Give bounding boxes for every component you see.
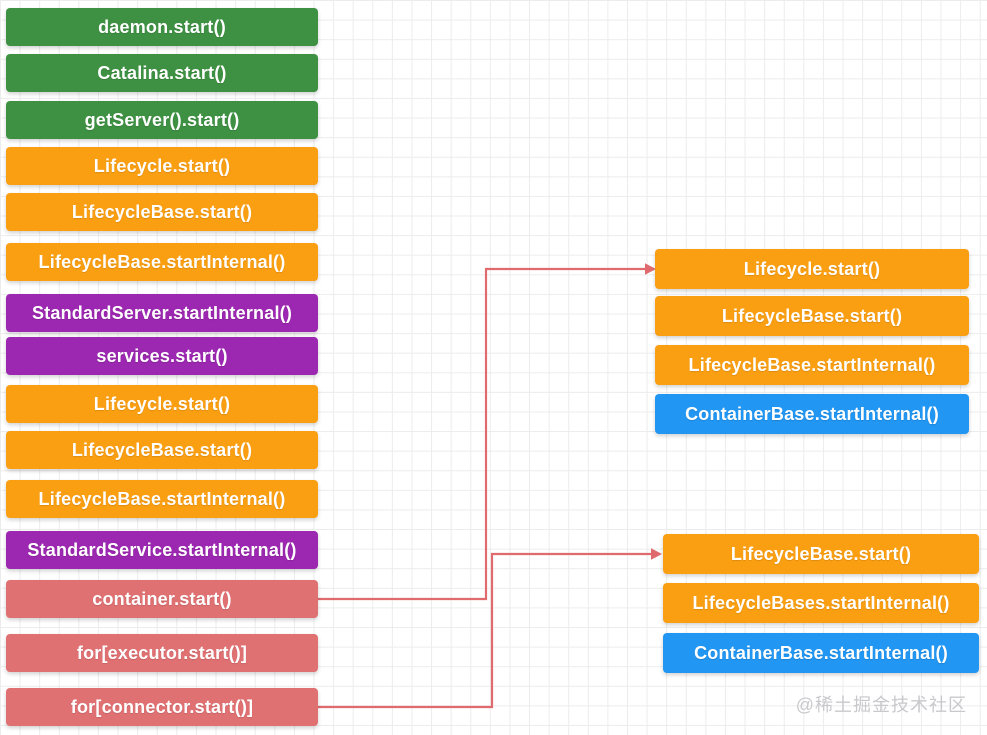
flow-step: Lifecycle.start() xyxy=(655,249,969,289)
flow-step: StandardServer.startInternal() xyxy=(6,294,318,332)
flow-step: for[connector.start()] xyxy=(6,688,318,726)
flow-step: LifecycleBases.startInternal() xyxy=(663,583,979,623)
flow-step: Lifecycle.start() xyxy=(6,385,318,423)
connector-line xyxy=(318,552,651,709)
flow-step: LifecycleBase.start() xyxy=(663,534,979,574)
flow-step: LifecycleBase.start() xyxy=(6,431,318,469)
flow-step: ContainerBase.startInternal() xyxy=(655,394,969,434)
connector-connector-to-bottom-group xyxy=(318,548,662,709)
flow-step: StandardService.startInternal() xyxy=(6,531,318,569)
flow-step: services.start() xyxy=(6,337,318,375)
flow-step: ContainerBase.startInternal() xyxy=(663,633,979,673)
connector-line xyxy=(318,267,645,601)
flow-step: Catalina.start() xyxy=(6,54,318,92)
flow-step: container.start() xyxy=(6,580,318,618)
flow-step: LifecycleBase.startInternal() xyxy=(6,243,318,281)
flow-step: LifecycleBase.start() xyxy=(6,193,318,231)
flow-step: Lifecycle.start() xyxy=(6,147,318,185)
flow-step: LifecycleBase.start() xyxy=(655,296,969,336)
watermark: @稀土掘金技术社区 xyxy=(795,695,967,715)
flow-step: LifecycleBase.startInternal() xyxy=(6,480,318,518)
arrowhead-icon xyxy=(651,548,662,560)
flow-step: LifecycleBase.startInternal() xyxy=(655,345,969,385)
connector-container-to-top-group xyxy=(318,263,656,601)
flow-step: daemon.start() xyxy=(6,8,318,46)
flow-step: for[executor.start()] xyxy=(6,634,318,672)
flow-step: getServer().start() xyxy=(6,101,318,139)
